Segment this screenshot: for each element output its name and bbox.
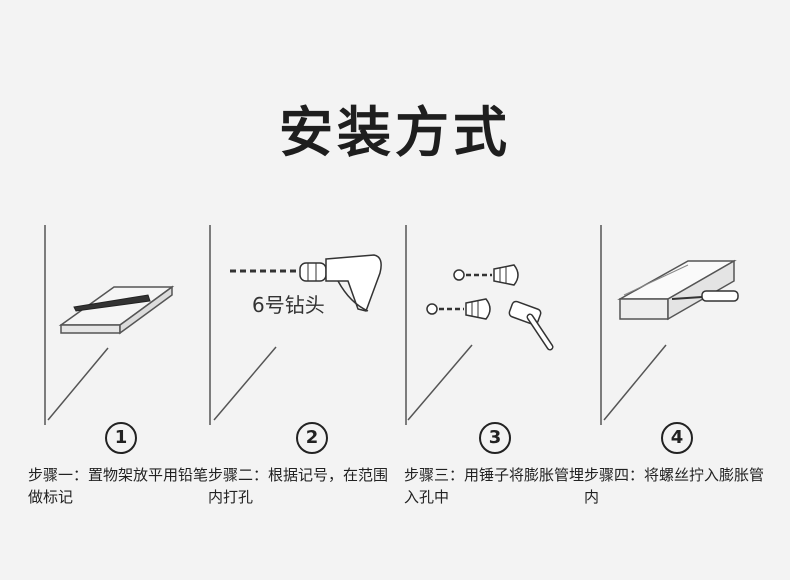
- page-title: 安装方式: [279, 101, 511, 164]
- board-pencil-illustration: [44, 225, 175, 425]
- step-3-text: 步骤三：用锤子将膨胀管埋入孔中: [404, 466, 585, 506]
- step-number-4: 4: [661, 422, 693, 454]
- step-1-text: 步骤一：置物架放平用铅笔做标记: [28, 466, 209, 506]
- shelf-screwdriver-illustration: [600, 225, 739, 425]
- step-4-text: 步骤四：将螺丝拧入膨胀管内: [584, 466, 765, 506]
- step-1-panel: 1 步骤一：置物架放平用铅笔做标记: [28, 225, 218, 515]
- step-number-1: 1: [105, 422, 137, 454]
- step-4-panel: 4 步骤四：将螺丝拧入膨胀管内: [584, 225, 774, 515]
- step-number-2: 2: [296, 422, 328, 454]
- drill-illustration: [209, 225, 382, 425]
- step-number-3: 3: [479, 422, 511, 454]
- drill-bit-label: 6号钻头: [252, 293, 325, 317]
- step-3-panel: 3 步骤三：用锤子将膨胀管埋入孔中: [404, 225, 594, 515]
- step-2-panel: 6号钻头 2 步骤二：根据记号，在范围内打孔: [208, 225, 398, 515]
- anchor-hammer-illustration: [405, 225, 554, 425]
- step-2-text: 步骤二：根据记号，在范围内打孔: [208, 466, 389, 506]
